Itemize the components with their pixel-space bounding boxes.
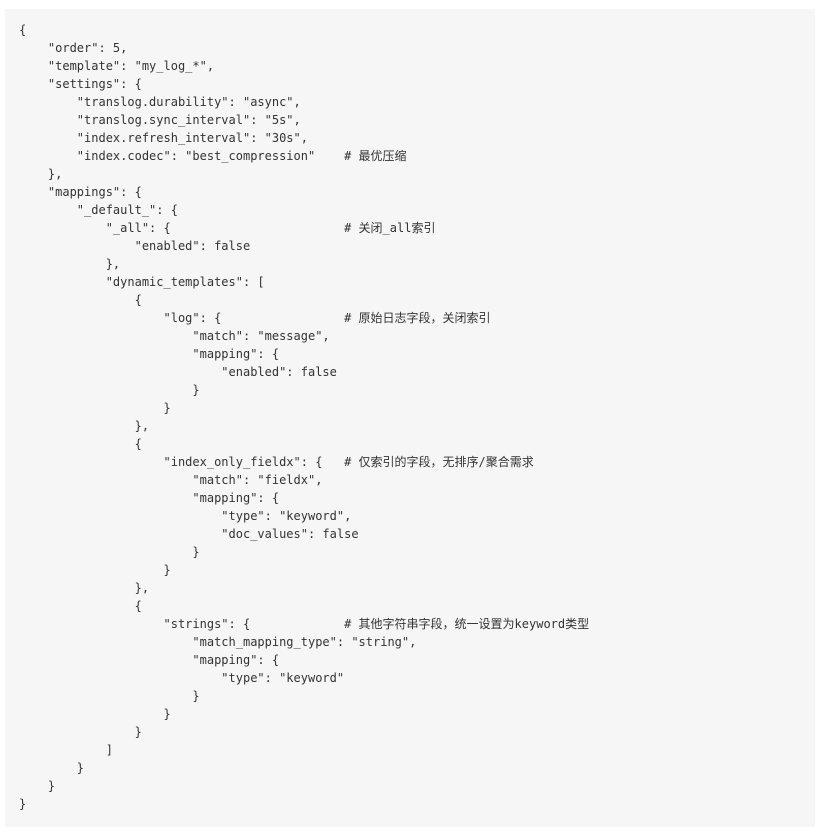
code-line: "translog.sync_interval": "5s", bbox=[19, 113, 301, 127]
code-line: "strings": { # 其他字符串字段，统一设置为keyword类型 bbox=[19, 617, 590, 631]
code-line: } bbox=[19, 725, 142, 739]
code-line: "index.codec": "best_compression" # 最优压缩 bbox=[19, 149, 407, 163]
code-line: "_all": { # 关闭_all索引 bbox=[19, 221, 436, 235]
code-line: "settings": { bbox=[19, 77, 142, 91]
code-listing: { "order": 5, "template": "my_log_*", "s… bbox=[19, 21, 815, 813]
code-line: } bbox=[19, 689, 200, 703]
code-line: "template": "my_log_*", bbox=[19, 59, 215, 73]
code-line: }, bbox=[19, 419, 150, 433]
code-line: } bbox=[19, 383, 200, 397]
code-line: }, bbox=[19, 167, 63, 181]
code-line: "_default_": { bbox=[19, 203, 178, 217]
code-line: "index_only_fieldx": { # 仅索引的字段，无排序/聚合需求 bbox=[19, 455, 534, 469]
code-line: } bbox=[19, 797, 27, 811]
code-line: "translog.durability": "async", bbox=[19, 95, 301, 109]
code-line: "match_mapping_type": "string", bbox=[19, 635, 417, 649]
code-line: } bbox=[19, 545, 200, 559]
code-line: "match": "fieldx", bbox=[19, 473, 323, 487]
code-block: { "order": 5, "template": "my_log_*", "s… bbox=[5, 9, 815, 827]
code-line: { bbox=[19, 437, 142, 451]
code-line: "mapping": { bbox=[19, 347, 280, 361]
code-line: "type": "keyword" bbox=[19, 671, 345, 685]
code-line: "enabled": false bbox=[19, 365, 337, 379]
code-line: } bbox=[19, 779, 56, 793]
code-line: "enabled": false bbox=[19, 239, 251, 253]
code-line: ] bbox=[19, 743, 113, 757]
code-line: "match": "message", bbox=[19, 329, 330, 343]
code-line: } bbox=[19, 563, 171, 577]
code-line: { bbox=[19, 599, 142, 613]
code-line: } bbox=[19, 707, 171, 721]
code-line: }, bbox=[19, 581, 150, 595]
code-line: "order": 5, bbox=[19, 41, 128, 55]
code-line: "dynamic_templates": [ bbox=[19, 275, 265, 289]
code-line: "mappings": { bbox=[19, 185, 142, 199]
code-line: } bbox=[19, 761, 85, 775]
code-line: "log": { # 原始日志字段，关闭索引 bbox=[19, 311, 491, 325]
code-line: } bbox=[19, 401, 171, 415]
code-line: "index.refresh_interval": "30s", bbox=[19, 131, 308, 145]
code-line: { bbox=[19, 23, 27, 37]
code-line: "mapping": { bbox=[19, 653, 280, 667]
code-line: }, bbox=[19, 257, 121, 271]
code-line: "mapping": { bbox=[19, 491, 280, 505]
code-line: { bbox=[19, 293, 142, 307]
code-line: "doc_values": false bbox=[19, 527, 359, 541]
code-line: "type": "keyword", bbox=[19, 509, 352, 523]
